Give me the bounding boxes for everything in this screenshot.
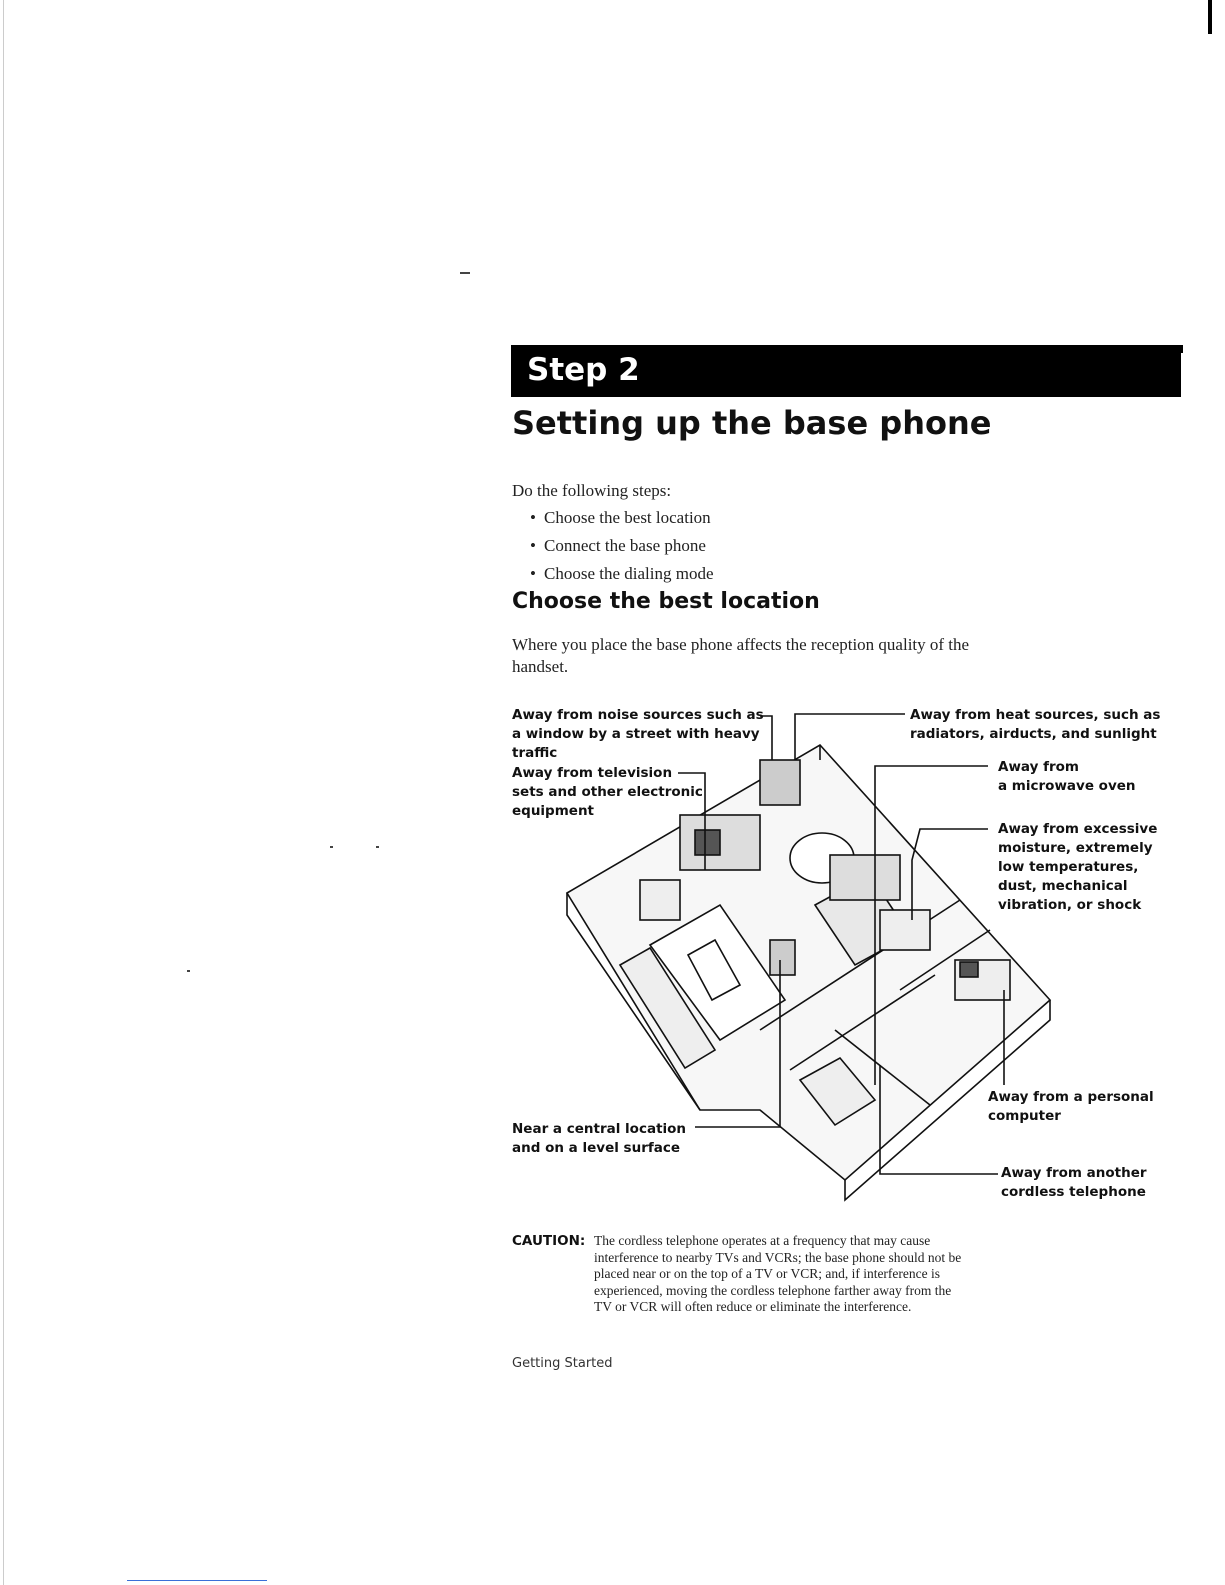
section-paragraph-line: Where you place the base phone affects t… bbox=[512, 635, 970, 654]
callout-line: Away from bbox=[998, 759, 1079, 775]
callout-line: equipment bbox=[512, 803, 595, 819]
leader-microwave bbox=[874, 765, 988, 1085]
scan-speck bbox=[330, 846, 333, 848]
callout-noise: Away from noise sources such as a window… bbox=[512, 706, 764, 763]
callout-central: Near a central location and on a level s… bbox=[512, 1120, 686, 1158]
callout-line: Away from noise sources such as bbox=[512, 707, 764, 723]
callout-microwave: Away from a microwave oven bbox=[998, 758, 1136, 796]
leader-moisture bbox=[911, 828, 988, 920]
bottom-rule bbox=[127, 1580, 267, 1581]
callout-line: computer bbox=[988, 1108, 1061, 1124]
computer-monitor bbox=[959, 961, 979, 978]
page-edge-line bbox=[3, 0, 4, 1585]
step-banner bbox=[511, 345, 1181, 397]
armchair bbox=[639, 879, 681, 921]
callout-line: and on a level surface bbox=[512, 1140, 680, 1156]
scan-speck bbox=[376, 846, 379, 848]
caution-label: CAUTION: bbox=[512, 1233, 586, 1249]
caution-line: placed near or on the top of a TV or VCR… bbox=[594, 1266, 941, 1281]
interior-wall bbox=[789, 974, 936, 1071]
callout-line: dust, mechanical bbox=[998, 878, 1128, 894]
bullet-text: Connect the base phone bbox=[544, 536, 706, 555]
callout-moisture: Away from excessive moisture, extremely … bbox=[998, 820, 1157, 915]
bullet-dot: • bbox=[530, 564, 536, 583]
leader-noise bbox=[760, 715, 773, 760]
callout-line: a microwave oven bbox=[998, 778, 1136, 794]
callout-line: sets and other electronic bbox=[512, 784, 703, 800]
bed bbox=[798, 1056, 877, 1127]
scan-speck bbox=[460, 272, 470, 274]
callout-line: cordless telephone bbox=[1001, 1184, 1146, 1200]
callout-line: Away from a personal bbox=[988, 1089, 1154, 1105]
intro-lead: Do the following steps: bbox=[512, 481, 672, 500]
radiator bbox=[759, 759, 801, 806]
caution-line: The cordless telephone operates at a fre… bbox=[594, 1233, 931, 1248]
callout-line: Away from another bbox=[1001, 1165, 1147, 1181]
bullet-text: Choose the dialing mode bbox=[544, 564, 714, 583]
callout-line: traffic bbox=[512, 745, 558, 761]
section-paragraph-line: handset. bbox=[512, 657, 569, 676]
caution-line: TV or VCR will often reduce or eliminate… bbox=[594, 1299, 912, 1314]
callout-line: radiators, airducts, and sunlight bbox=[910, 726, 1157, 742]
bullet-item: • Connect the base phone bbox=[530, 535, 706, 557]
footer-section-name: Getting Started bbox=[512, 1356, 613, 1371]
callout-line: Away from excessive bbox=[998, 821, 1158, 837]
section-heading: Choose the best location bbox=[512, 589, 820, 614]
interior-wall bbox=[834, 1029, 931, 1106]
tv-screen bbox=[694, 829, 721, 856]
callout-heat: Away from heat sources, such as radiator… bbox=[910, 706, 1160, 744]
caution-line: experienced, moving the cordless telepho… bbox=[594, 1282, 952, 1298]
page-title: Setting up the base phone bbox=[512, 404, 992, 442]
leader-central bbox=[695, 960, 781, 1128]
callout-line: moisture, extremely bbox=[998, 840, 1153, 856]
step-banner-tab bbox=[1175, 345, 1183, 353]
leader-tv bbox=[678, 772, 706, 870]
right-wall bbox=[844, 1000, 1051, 1202]
bullet-text: Choose the best location bbox=[544, 508, 711, 527]
sofa bbox=[618, 946, 717, 1070]
leader-cordless bbox=[879, 1065, 998, 1175]
back-wall bbox=[566, 893, 701, 1111]
scan-speck bbox=[187, 970, 190, 972]
leader-heat bbox=[794, 713, 905, 760]
step-label: Step 2 bbox=[527, 352, 640, 388]
bathroom-fixture bbox=[879, 909, 931, 951]
bullet-dot: • bbox=[530, 508, 536, 527]
bullet-item: • Choose the dialing mode bbox=[530, 563, 714, 585]
caution-text: The cordless telephone operates at a fre… bbox=[594, 1233, 1044, 1316]
kitchen-counter bbox=[829, 854, 901, 901]
callout-line: Away from television bbox=[512, 765, 673, 781]
callout-cordless: Away from another cordless telephone bbox=[1001, 1164, 1147, 1202]
callout-tv: Away from television sets and other elec… bbox=[512, 764, 703, 821]
bullet-item: • Choose the best location bbox=[530, 507, 711, 529]
callout-computer: Away from a personal computer bbox=[988, 1088, 1154, 1126]
registration-mark bbox=[1208, 0, 1212, 34]
callout-line: vibration, or shock bbox=[998, 897, 1142, 913]
bullet-dot: • bbox=[530, 536, 536, 555]
base-phone-stand bbox=[769, 939, 796, 976]
callout-line: Away from heat sources, such as bbox=[910, 707, 1161, 723]
callout-line: low temperatures, bbox=[998, 859, 1139, 875]
coffee-table bbox=[686, 938, 742, 1002]
callout-line: a window by a street with heavy bbox=[512, 726, 760, 742]
interior-wall bbox=[899, 929, 991, 991]
callout-line: Near a central location bbox=[512, 1121, 687, 1137]
caution-line: interference to nearby TVs and VCRs; the… bbox=[594, 1249, 962, 1265]
